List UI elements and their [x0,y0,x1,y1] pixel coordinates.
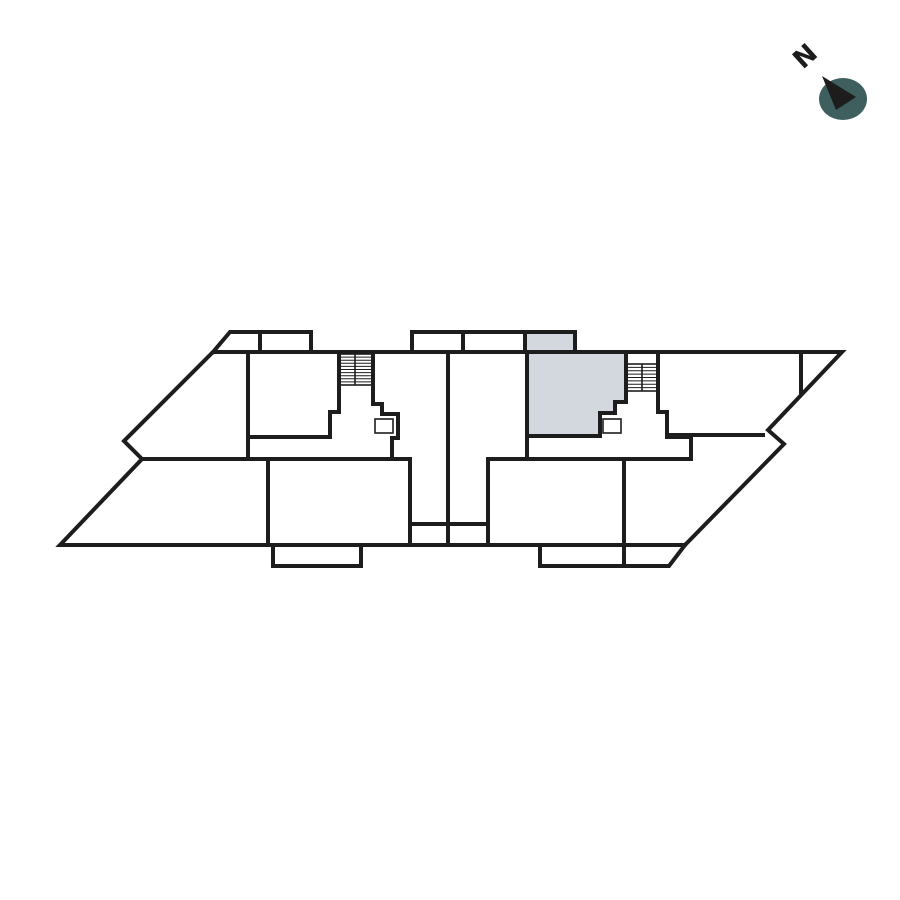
right-elevator [602,418,622,434]
north-balconies [210,330,577,355]
north-arrow-icon [822,76,856,110]
left-wing-walls [140,350,412,547]
left-stair [338,353,373,386]
south-balconies [271,542,688,568]
highlighted-unit[interactable] [526,332,626,436]
right-stair [626,363,658,392]
left-elevator [374,418,394,434]
right-wing-walls [525,350,803,547]
compass-label: N [788,38,824,75]
building-outline [55,350,847,547]
central-corridor-walls [408,350,529,547]
compass: N [788,38,867,120]
